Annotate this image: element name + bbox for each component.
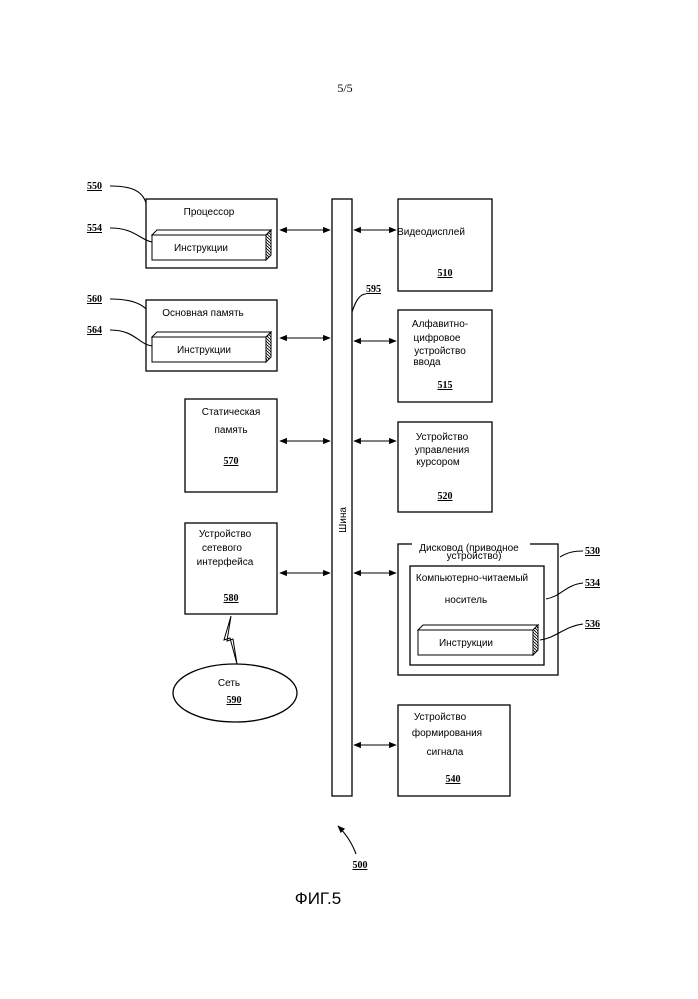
processor-label: Процессор	[184, 207, 235, 218]
cursor-control-label-line-2: управления	[415, 445, 470, 456]
network-interface-label-line-2: сетевого	[202, 543, 242, 554]
cursor-control-label-line-1: Устройство	[416, 432, 469, 443]
main-memory-ref-leader	[110, 299, 146, 309]
main-memory-instructions-ref: 564	[87, 325, 102, 336]
bus-bar	[332, 199, 352, 796]
processor-ref: 550	[87, 181, 102, 192]
alnum-input-label-line-2: цифровое	[414, 332, 461, 344]
medium-label-line-1: Компьютерно-читаемый	[416, 573, 528, 584]
cursor-control-block: Устройство управления курсором 520	[398, 422, 492, 512]
medium-label-line-2: носитель	[445, 595, 487, 606]
network-interface-label-line-3: интерфейса	[197, 556, 254, 568]
cursor-control-label-line-3: курсором	[416, 457, 460, 468]
signal-generator-label-line-1: Устройство	[414, 712, 467, 723]
video-display-ref: 510	[438, 268, 453, 279]
processor-instructions-label: Инструкции	[174, 243, 228, 254]
processor-block: Процессор Инструкции	[146, 199, 277, 268]
network-ref: 590	[227, 695, 242, 706]
bus-ref-leader	[352, 294, 366, 312]
figure-caption: ФИГ.5	[295, 889, 341, 908]
disk-drive-block: Дисковод (приводное устройство) Компьюте…	[398, 541, 558, 675]
network-label: Сеть	[218, 678, 240, 689]
signal-generator-block: Устройство формирования сигнала 540	[398, 705, 510, 796]
network-interface-label-line-1: Устройство	[199, 529, 252, 540]
main-memory-block: Основная память Инструкции	[146, 300, 277, 371]
disk-drive-instructions-label: Инструкции	[439, 638, 493, 649]
network-interface-ref: 580	[224, 593, 239, 604]
bus-ref: 595	[366, 284, 381, 295]
overall-ref: 500	[353, 860, 368, 871]
alnum-input-label-line-1: Алфавитно-	[412, 318, 468, 330]
overall-ref-arrow	[338, 826, 356, 854]
medium-ref: 534	[585, 578, 600, 589]
cursor-control-ref: 520	[438, 491, 453, 502]
main-memory-label: Основная память	[162, 308, 244, 319]
alnum-input-block: Алфавитно- цифровое устройство ввода 515	[398, 310, 492, 402]
signal-generator-ref: 540	[446, 774, 461, 785]
processor-instructions-ref: 554	[87, 223, 102, 234]
disk-drive-instructions-ref: 536	[585, 619, 600, 630]
main-memory-instructions-block: Инструкции	[152, 332, 271, 362]
page-number: 5/5	[337, 81, 352, 95]
disk-drive-ref-leader	[560, 551, 583, 557]
static-memory-ref: 570	[224, 456, 239, 467]
network-interface-block: Устройство сетевого интерфейса 580	[185, 523, 277, 614]
static-memory-label-line-1: Статическая	[202, 407, 261, 418]
disk-drive-label-line-2: устройство)	[447, 551, 502, 562]
video-display-label: Видеодисплей	[397, 227, 465, 238]
alnum-input-ref: 515	[438, 380, 453, 391]
network-node: Сеть 590	[173, 664, 297, 722]
signal-generator-label-line-2: формирования	[412, 727, 482, 739]
processor-instructions-block: Инструкции	[152, 230, 271, 260]
static-memory-label-line-2: память	[214, 425, 247, 436]
video-display-block: Видеодисплей 510	[397, 199, 492, 291]
alnum-input-label-line-3: устройство	[414, 346, 466, 357]
disk-drive-ref: 530	[585, 546, 600, 557]
processor-ref-leader	[110, 186, 146, 203]
bus-label: Шина	[338, 507, 349, 533]
main-memory-instructions-label: Инструкции	[177, 345, 231, 356]
alnum-input-label-line-4: ввода	[413, 357, 441, 368]
signal-generator-label-line-3: сигнала	[427, 747, 464, 758]
lightning-link-icon	[224, 616, 237, 664]
disk-drive-instructions-block: Инструкции	[418, 625, 538, 655]
medium-block: Компьютерно-читаемый носитель Инструкции	[410, 566, 544, 665]
static-memory-block: Статическая память 570	[185, 399, 277, 492]
main-memory-ref: 560	[87, 294, 102, 305]
